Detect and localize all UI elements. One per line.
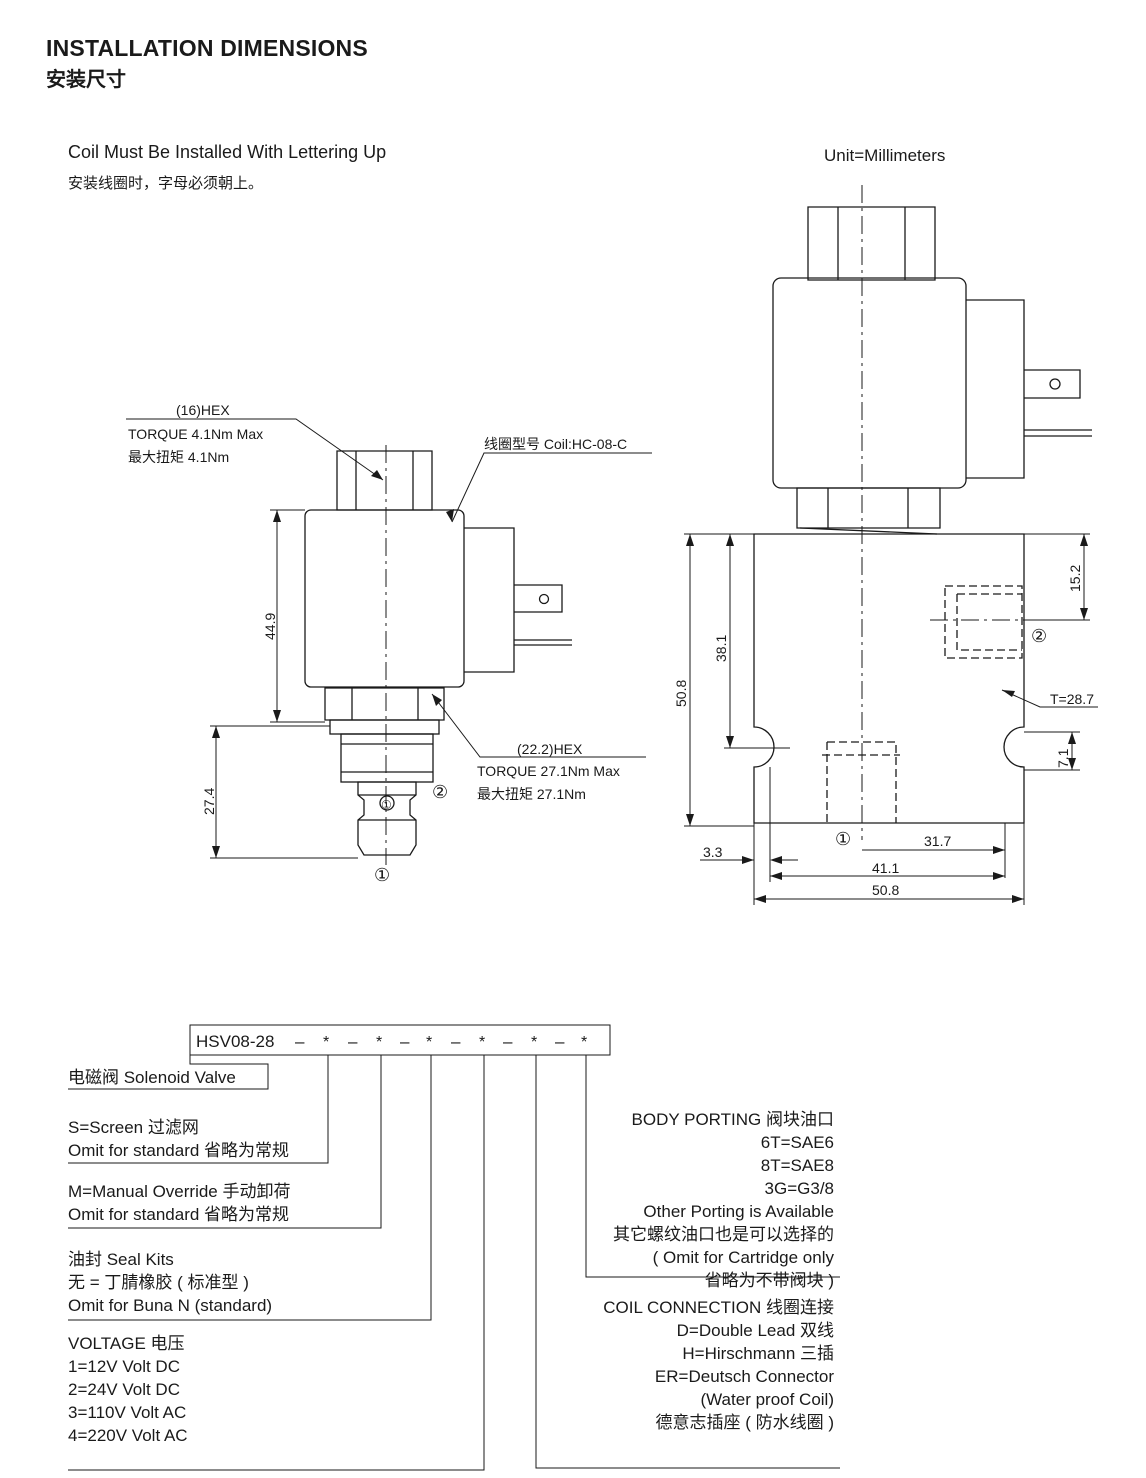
hex22-label: (22.2)HEX bbox=[517, 741, 583, 757]
svg-text:–: – bbox=[400, 1032, 410, 1051]
port-1-side: ① bbox=[374, 865, 390, 885]
code-slot-coil: * bbox=[531, 1034, 537, 1051]
manual-line-2: Omit for standard 省略为常规 bbox=[68, 1205, 290, 1224]
port-2-front: ② bbox=[1031, 626, 1047, 646]
front-view-dimensions bbox=[684, 533, 1098, 905]
dim-27-4: 27.4 bbox=[201, 788, 217, 815]
voltage-line-4: 3=110V Volt AC bbox=[68, 1403, 187, 1422]
side-view-valve bbox=[304, 445, 572, 865]
body-line-6: 其它螺纹油口也是可以选择的 bbox=[613, 1225, 834, 1244]
install-note-cn: 安装线圈时，字母必须朝上。 bbox=[68, 175, 264, 192]
arrowheads bbox=[212, 470, 1088, 903]
body-line-2: 6T=SAE6 bbox=[760, 1133, 834, 1152]
model-separators: – – – – – – bbox=[295, 1032, 565, 1051]
body-line-3: 8T=SAE8 bbox=[760, 1156, 834, 1175]
unit-label: Unit=Millimeters bbox=[824, 146, 946, 165]
seal-line-3: Omit for Buna N (standard) bbox=[68, 1296, 273, 1315]
voltage-line-2: 1=12V Volt DC bbox=[68, 1357, 180, 1376]
coil-line-6: 德意志插座 ( 防水线圈 ) bbox=[655, 1413, 835, 1432]
body-line-4: 3G=G3/8 bbox=[764, 1179, 834, 1198]
voltage-line-3: 2=24V Volt DC bbox=[68, 1380, 180, 1399]
solenoid-label: 电磁阀 Solenoid Valve bbox=[68, 1068, 236, 1087]
dim-38-1: 38.1 bbox=[713, 635, 729, 662]
voltage-line-5: 4=220V Volt AC bbox=[68, 1426, 188, 1445]
svg-text:–: – bbox=[451, 1032, 461, 1051]
model-base: HSV08-28 bbox=[196, 1032, 274, 1051]
screen-line-2: Omit for standard 省略为常规 bbox=[68, 1141, 290, 1160]
manual-line-1: M=Manual Override 手动卸荷 bbox=[68, 1182, 291, 1201]
dim-41-1: 41.1 bbox=[872, 860, 899, 876]
dim-44-9: 44.9 bbox=[262, 613, 278, 640]
seal-line-2: 无 = 丁腈橡胶 ( 标准型 ) bbox=[68, 1273, 249, 1292]
voltage-line-1: VOLTAGE 电压 bbox=[68, 1334, 185, 1353]
body-porting-option: BODY PORTING 阀块油口 6T=SAE6 8T=SAE8 3G=G3/… bbox=[613, 1108, 834, 1292]
port-1-front: ① bbox=[835, 829, 851, 849]
code-slot-seal: * bbox=[426, 1034, 432, 1051]
screen-line-1: S=Screen 过滤网 bbox=[68, 1118, 199, 1137]
dim-50-8-vertical: 50.8 bbox=[673, 680, 689, 707]
model-code-lines bbox=[68, 1024, 840, 1471]
dim-15-2: 15.2 bbox=[1067, 565, 1083, 592]
torque1-label: TORQUE 4.1Nm Max bbox=[128, 426, 264, 442]
dim-7-1: 7.1 bbox=[1055, 748, 1071, 768]
code-slot-voltage: * bbox=[479, 1034, 485, 1051]
front-view-valve bbox=[753, 185, 1092, 840]
screen-option: S=Screen 过滤网 Omit for standard 省略为常规 bbox=[68, 1116, 289, 1162]
coil-label: 线圈型号 Coil:HC-08-C bbox=[484, 436, 628, 452]
voltage-option: VOLTAGE 电压 1=12V Volt DC 2=24V Volt DC 3… bbox=[68, 1332, 188, 1447]
page-title: INSTALLATION DIMENSIONS bbox=[46, 35, 368, 61]
coil-line-5: (Water proof Coil) bbox=[700, 1390, 834, 1409]
body-line-5: Other Porting is Available bbox=[643, 1202, 834, 1221]
coil-line-3: H=Hirschmann 三插 bbox=[682, 1344, 834, 1363]
dim-50-8-horizontal: 50.8 bbox=[872, 882, 899, 898]
svg-text:–: – bbox=[348, 1032, 358, 1051]
coil-connection-option: COIL CONNECTION 线圈连接 D=Double Lead 双线 H=… bbox=[603, 1296, 834, 1434]
manual-option: M=Manual Override 手动卸荷 Omit for standard… bbox=[68, 1180, 290, 1226]
body-line-1: BODY PORTING 阀块油口 bbox=[631, 1110, 834, 1129]
port-2-side: ② bbox=[432, 782, 448, 802]
page-title-cn: 安装尺寸 bbox=[46, 69, 126, 91]
port-1-inline: ① bbox=[381, 798, 392, 812]
install-note: Coil Must Be Installed With Lettering Up bbox=[68, 142, 387, 162]
body-line-7: ( Omit for Cartridge only bbox=[652, 1248, 834, 1267]
svg-text:–: – bbox=[295, 1032, 305, 1051]
side-view-dimensions bbox=[126, 418, 652, 859]
torque2-label: TORQUE 27.1Nm Max bbox=[477, 763, 620, 779]
code-slot-screen: * bbox=[323, 1034, 329, 1051]
coil-line-4: ER=Deutsch Connector bbox=[654, 1367, 834, 1386]
dim-3-3: 3.3 bbox=[703, 844, 723, 860]
seal-option: 油封 Seal Kits 无 = 丁腈橡胶 ( 标准型 ) Omit for B… bbox=[68, 1248, 272, 1317]
svg-text:–: – bbox=[555, 1032, 565, 1051]
torque1-cn-label: 最大扭矩 4.1Nm bbox=[128, 449, 230, 465]
hex16-label: (16)HEX bbox=[176, 402, 230, 418]
body-line-8: 省略为不带阀块 ) bbox=[704, 1271, 834, 1290]
dim-31-7: 31.7 bbox=[924, 833, 951, 849]
dim-T: T=28.7 bbox=[1050, 691, 1094, 707]
coil-line-2: D=Double Lead 双线 bbox=[676, 1321, 834, 1340]
svg-text:–: – bbox=[503, 1032, 513, 1051]
seal-line-1: 油封 Seal Kits bbox=[68, 1250, 174, 1269]
code-slot-manual: * bbox=[376, 1034, 382, 1051]
torque2-cn-label: 最大扭矩 27.1Nm bbox=[477, 786, 586, 802]
code-slot-body: * bbox=[581, 1034, 587, 1051]
coil-line-1: COIL CONNECTION 线圈连接 bbox=[603, 1298, 834, 1317]
